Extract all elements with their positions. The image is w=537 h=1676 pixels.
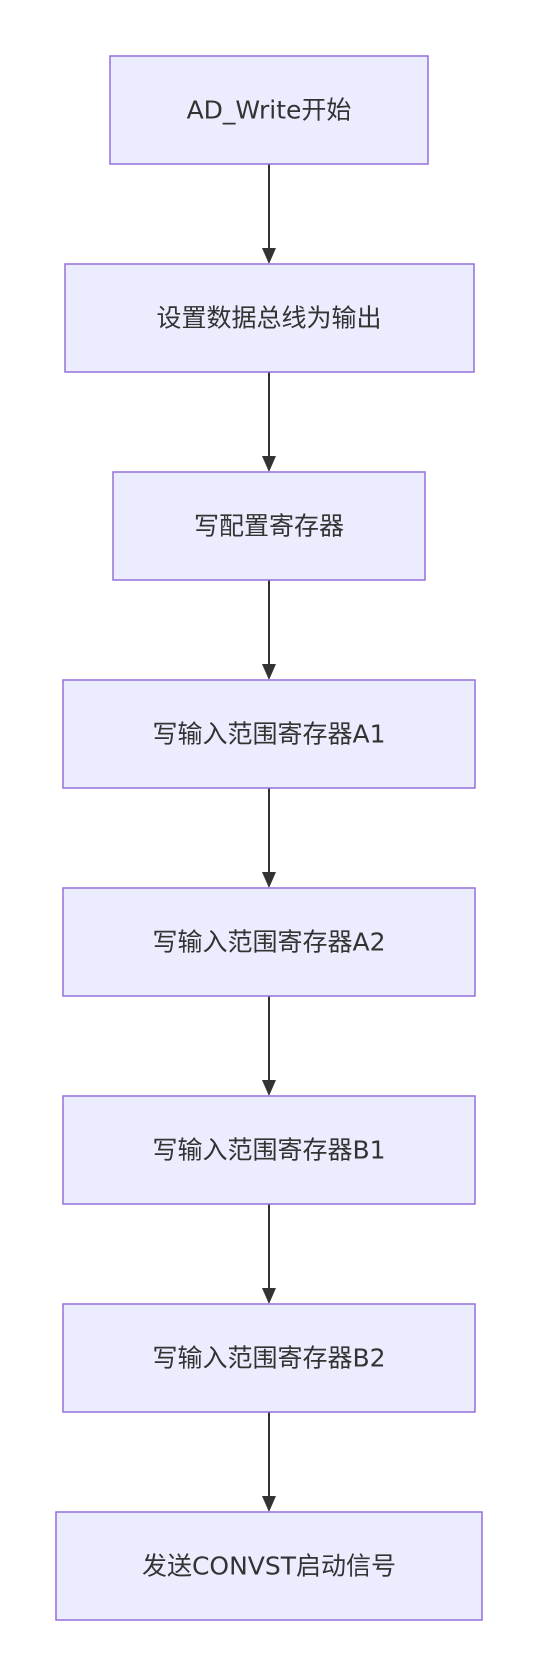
node-write-range-b2: 写输入范围寄存器B2 xyxy=(62,1303,476,1413)
edge-arrow-3 xyxy=(262,580,276,680)
node-label: 发送CONVST启动信号 xyxy=(142,1552,396,1581)
node-label: 写配置寄存器 xyxy=(194,512,344,541)
node-set-bus-output: 设置数据总线为输出 xyxy=(64,263,475,373)
node-label: 设置数据总线为输出 xyxy=(156,304,381,333)
node-write-range-b1: 写输入范围寄存器B1 xyxy=(62,1095,476,1205)
node-label: 写输入范围寄存器B2 xyxy=(152,1344,385,1373)
node-write-range-a1: 写输入范围寄存器A1 xyxy=(62,679,476,789)
node-write-range-a2: 写输入范围寄存器A2 xyxy=(62,887,476,997)
edge-arrow-2 xyxy=(262,372,276,472)
arrowhead xyxy=(262,664,276,680)
edge-arrow-4 xyxy=(262,788,276,888)
arrowhead xyxy=(262,1080,276,1096)
node-ad-write-start: AD_Write开始 xyxy=(109,55,429,165)
edge-arrow-5 xyxy=(262,996,276,1096)
edge-arrow-6 xyxy=(262,1204,276,1304)
node-label: 写输入范围寄存器B1 xyxy=(152,1136,385,1165)
node-label: AD_Write开始 xyxy=(187,96,352,125)
node-label: 写输入范围寄存器A2 xyxy=(152,928,385,957)
arrowhead xyxy=(262,1288,276,1304)
node-write-config-register: 写配置寄存器 xyxy=(112,471,426,581)
node-label: 写输入范围寄存器A1 xyxy=(152,720,385,749)
nodes-layer: AD_Write开始 设置数据总线为输出 写配置寄存器 写输入范围寄存器A1 写… xyxy=(55,55,483,1621)
arrowhead xyxy=(262,456,276,472)
node-send-convst: 发送CONVST启动信号 xyxy=(55,1511,483,1621)
arrowhead xyxy=(262,1496,276,1512)
edges-layer xyxy=(262,164,276,1512)
arrowhead xyxy=(262,248,276,264)
edge-arrow-1 xyxy=(262,164,276,264)
edge-arrow-7 xyxy=(262,1412,276,1512)
arrowhead xyxy=(262,872,276,888)
